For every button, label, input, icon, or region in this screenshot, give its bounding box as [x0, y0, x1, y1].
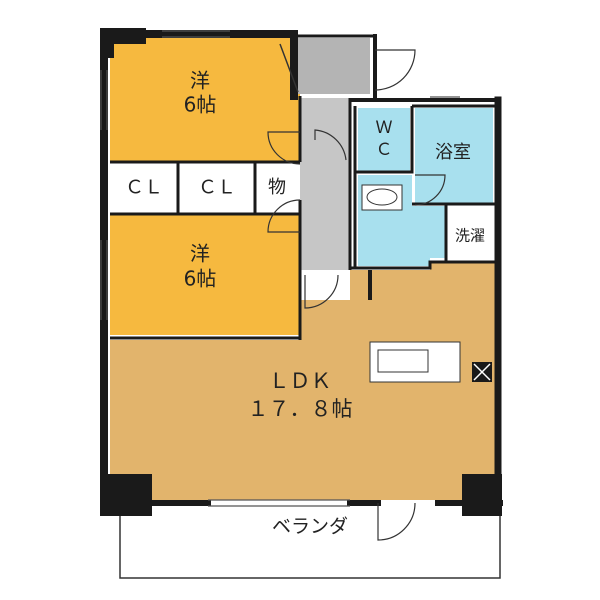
laundry-label: 洗濯 [455, 227, 485, 245]
wc-label-line2: Ｃ [376, 140, 393, 160]
washbasin [361, 184, 403, 211]
laundry-area [448, 210, 493, 258]
closet-row-background [110, 162, 300, 214]
storage-label: 物 [268, 177, 286, 198]
column-bottom-left [100, 474, 152, 516]
bathroom-label: 浴室 [435, 142, 471, 163]
bedroom-bottom-size: 6帖 [184, 267, 217, 291]
ldk-name-label: ＬＤＫ [269, 369, 332, 393]
kitchen-counter [369, 341, 461, 383]
ldk-size-label: １７．８帖 [248, 397, 353, 421]
ventilation-icon [472, 362, 492, 382]
interior-walls [110, 96, 495, 340]
wc-label-line1: Ｗ [376, 118, 393, 138]
veranda-outline [119, 505, 501, 579]
closet-left-label: ＣＬ [125, 177, 163, 199]
closet-right-label: ＣＬ [198, 177, 236, 199]
bedroom-top-size: 6帖 [184, 93, 217, 117]
bathroom-area [415, 108, 493, 204]
windows [100, 30, 460, 507]
wc-area [358, 108, 410, 172]
outer-walls [100, 30, 503, 509]
bedroom-bottom-type: 洋 [190, 242, 210, 266]
door-swings [267, 49, 446, 541]
entrance-line [279, 43, 299, 93]
storage-gray-box [298, 38, 370, 94]
column-bottom-right [462, 474, 502, 516]
column-top-left-b [100, 28, 114, 58]
corridor-area [300, 98, 350, 270]
bedroom-top-type: 洋 [190, 69, 210, 93]
bedroom-top-area [110, 38, 300, 161]
ldk-area [110, 262, 495, 500]
veranda-label: ベランダ [272, 516, 348, 538]
bedroom-bottom-area [110, 215, 300, 335]
